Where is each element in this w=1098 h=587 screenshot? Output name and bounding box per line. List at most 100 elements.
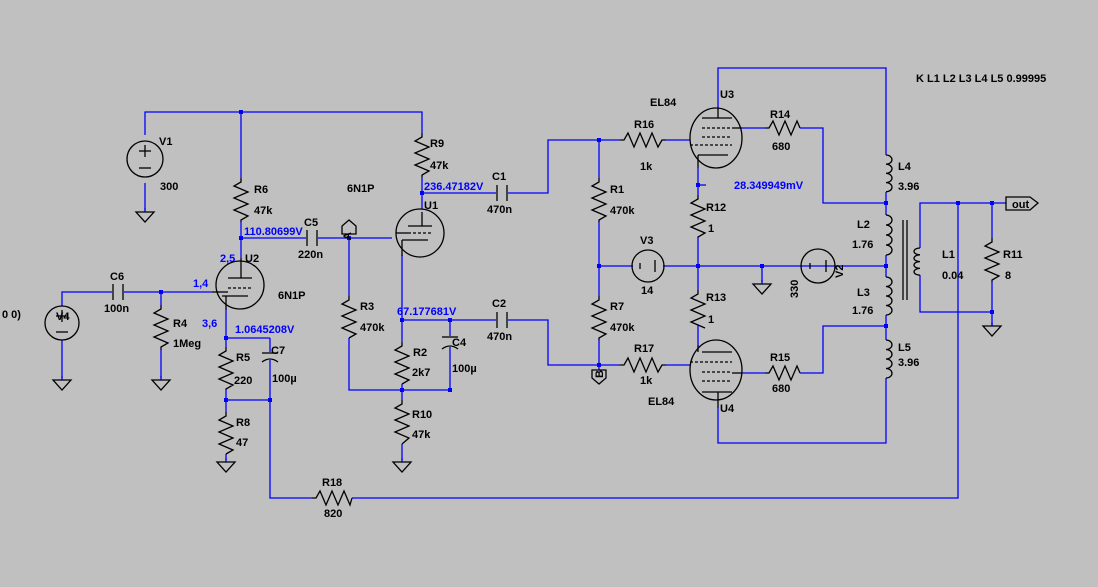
net-out-label: out [1012,199,1029,211]
u2-anode-voltage: 110.80699V [244,226,303,238]
svg-text:R17: R17 [634,343,654,355]
svg-text:470k: 470k [610,322,635,334]
svg-text:L1: L1 [942,249,955,261]
r5-symbol [217,347,235,390]
svg-text:C4: C4 [452,337,467,349]
svg-text:330: 330 [789,280,801,298]
svg-text:0 0): 0 0) [2,309,21,321]
net-flags[interactable] [341,196,1040,385]
svg-text:1Meg: 1Meg [173,338,201,350]
r14-symbol [765,119,801,137]
svg-text:1k: 1k [640,161,653,173]
l5-symbol [885,339,893,379]
v3-symbol [631,249,665,283]
u2-symbol [212,258,265,310]
svg-text:2k7: 2k7 [412,367,430,379]
junctions [159,110,994,402]
svg-text:47k: 47k [254,205,273,217]
svg-text:R16: R16 [634,119,654,131]
svg-text:100µ: 100µ [272,373,297,385]
c1-symbol [496,185,508,201]
inductors[interactable] [885,154,921,379]
resistors[interactable] [152,119,1001,507]
svg-text:R15: R15 [770,352,790,364]
svg-text:EL84: EL84 [650,97,677,109]
svg-text:V4: V4 [56,311,70,323]
r9-symbol [413,133,431,177]
svg-text:470n: 470n [487,204,512,216]
coupling-directive: K L1 L2 L3 L4 L5 0.99995 [916,73,1046,85]
r18-symbol [312,489,353,507]
svg-text:EL84: EL84 [648,396,675,408]
l3-symbol [885,276,893,316]
svg-text:U1: U1 [424,200,438,212]
u1-anode-voltage: 236.47182V [424,181,484,193]
net-out-flag [1005,196,1040,211]
r10-symbol [393,400,411,445]
svg-text:U4: U4 [720,403,735,415]
l4-symbol [885,154,893,193]
svg-text:R6: R6 [254,184,268,196]
svg-text:6N1P: 6N1P [278,290,306,302]
svg-text:1k: 1k [640,375,653,387]
svg-text:R13: R13 [706,292,726,304]
svg-text:L5: L5 [898,342,911,354]
svg-text:V1: V1 [159,136,172,148]
svg-text:R10: R10 [412,409,432,421]
svg-text:6N1P: 6N1P [347,183,375,195]
svg-text:C6: C6 [110,271,124,283]
r7-symbol [590,296,608,340]
svg-text:R18: R18 [322,477,342,489]
u1-cathode-voltage: 67.177681V [397,306,457,318]
svg-text:100n: 100n [104,303,129,315]
l2-symbol [885,214,893,256]
svg-text:1.76: 1.76 [852,239,873,251]
svg-text:1,4: 1,4 [193,278,209,290]
svg-text:0.04: 0.04 [942,270,964,282]
svg-text:C2: C2 [492,298,506,310]
svg-text:R4: R4 [173,318,188,330]
svg-text:470k: 470k [360,322,385,334]
svg-text:R12: R12 [706,202,726,214]
svg-text:R14: R14 [770,109,791,121]
svg-text:3.96: 3.96 [898,181,919,193]
svg-text:L3: L3 [857,287,870,299]
tubes[interactable] [212,107,743,408]
svg-text:L4: L4 [898,161,912,173]
capacitors[interactable] [112,185,508,363]
r17-symbol [620,356,666,374]
net-a-flag [341,219,357,235]
svg-text:220: 220 [234,375,252,387]
svg-text:L2: L2 [857,219,870,231]
svg-text:100µ: 100µ [452,363,477,375]
svg-text:R1: R1 [610,184,624,196]
svg-text:820: 820 [324,508,342,520]
svg-text:R8: R8 [236,417,250,429]
r8-symbol [217,412,235,455]
c2-symbol [496,312,508,328]
svg-text:U2: U2 [245,253,259,265]
svg-text:1: 1 [708,314,714,326]
r12-symbol [689,195,707,238]
svg-text:300: 300 [160,181,178,193]
v2-symbol [800,248,836,284]
svg-text:680: 680 [772,383,790,395]
svg-text:V2: V2 [834,265,846,278]
voltage-sources[interactable] [44,140,836,341]
v4-symbol [44,305,80,341]
svg-text:680: 680 [772,141,790,153]
el84-cathode-voltage: 28.349949mV [734,180,804,192]
r6-symbol [232,178,250,222]
svg-text:47: 47 [236,437,248,449]
c6-symbol [112,284,124,300]
c7-symbol [261,352,279,363]
r11-symbol [983,238,1001,282]
u2-cathode-voltage: 1.0645208V [235,324,295,336]
u3-symbol [689,107,743,169]
r2-symbol [393,342,411,385]
l1-symbol [913,247,921,276]
svg-text:3.96: 3.96 [898,357,919,369]
r13-symbol [689,290,707,329]
svg-text:1.76: 1.76 [852,305,873,317]
